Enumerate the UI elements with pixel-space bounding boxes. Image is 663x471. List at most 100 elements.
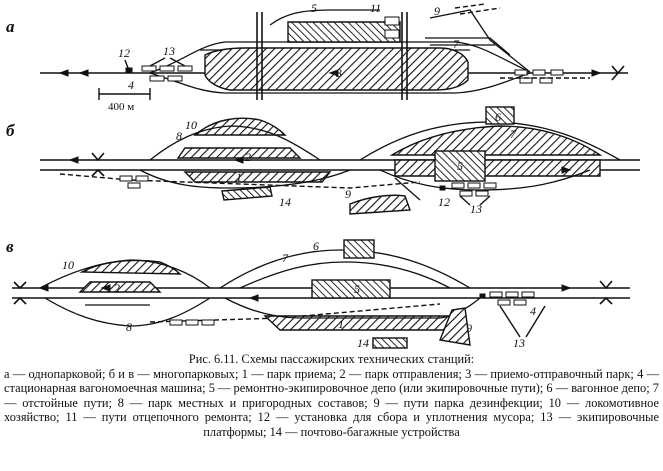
car-group: [201, 319, 215, 326]
equipping-platform: [513, 299, 527, 306]
equipping-platform: [159, 65, 175, 72]
storage-tracks-7: [219, 249, 471, 289]
label-10: 10: [185, 118, 197, 132]
equipping-platform: [141, 65, 157, 72]
leader: [525, 305, 546, 338]
label-3: 3: [335, 66, 342, 80]
equipping-platform: [489, 291, 503, 298]
label-2: 2: [245, 150, 251, 164]
end-stop: [611, 65, 625, 81]
car-group: [532, 69, 546, 76]
storage-track-inner: [239, 261, 451, 289]
equipping-platform: [521, 291, 535, 298]
label-13: 13: [513, 336, 525, 350]
scheme-b-right-lower: [379, 169, 591, 191]
scheme-c-left-lower: [44, 297, 211, 327]
equipping-platform: [497, 299, 511, 306]
car-group: [550, 69, 564, 76]
car-group: [519, 77, 533, 84]
scheme-a-letter: а: [6, 17, 15, 36]
repair-depot-5: [394, 159, 601, 177]
scheme-b-dash-track: [59, 173, 421, 189]
label-9: 9: [466, 321, 472, 335]
repair-depot-5: [311, 279, 391, 299]
car-group: [119, 175, 133, 182]
equipping-platform: [167, 75, 183, 82]
scheme-b-letter: б: [6, 121, 16, 140]
label-7: 7: [510, 127, 517, 141]
car-group: [127, 182, 141, 189]
disinfection-lead: [394, 177, 421, 201]
scheme-b-left-upper: [149, 125, 321, 161]
scheme-b-left-lower: [139, 169, 351, 189]
car-group: [135, 175, 149, 182]
label-10: 10: [62, 258, 74, 272]
caption-title: Рис. 6.11. Схемы пассажирских технически…: [188, 352, 475, 366]
repair-track-car: [384, 16, 400, 26]
label-4: 4: [530, 304, 536, 318]
label-13: 13: [163, 44, 175, 58]
scheme-c-left-upper: [39, 259, 211, 289]
label-5: 5: [457, 159, 463, 173]
scheme-c-center-lower: [224, 297, 481, 319]
leader: [479, 195, 491, 206]
end-stop-left: [13, 281, 27, 305]
equipping-platform: [177, 65, 193, 72]
label-9: 9: [345, 187, 351, 201]
disinfection-park-9: [439, 307, 471, 346]
label-7: 7: [282, 251, 289, 265]
equipping-platform: [149, 75, 165, 82]
garbage-unit-12: [125, 67, 133, 74]
storage-tracks-7: [425, 37, 511, 56]
label-6: 6: [313, 239, 319, 253]
label-14: 14: [357, 336, 369, 350]
scheme-a-depot-track: [269, 9, 380, 26]
repair-track-car: [384, 29, 400, 39]
repair-depot-5: [287, 21, 401, 43]
equipping-platform: [467, 182, 481, 189]
car-depot-6: [343, 239, 375, 259]
scheme-a-lower-track: [149, 72, 531, 94]
caption-legend: а — однопарковой; б и в — многопарковых;…: [4, 366, 659, 439]
label-5: 5: [311, 1, 317, 15]
label-13: 13: [470, 202, 482, 216]
equipping-platform: [475, 190, 489, 197]
mail-baggage-14: [221, 186, 273, 201]
mail-baggage-14: [372, 337, 408, 349]
car-group: [539, 77, 553, 84]
equipping-platform: [505, 291, 519, 298]
label-7: 7: [453, 37, 460, 51]
car-group: [185, 319, 199, 326]
label-8: 8: [126, 320, 132, 334]
leader: [124, 59, 129, 69]
car-depot-6: [485, 106, 515, 125]
leader: [169, 57, 186, 67]
end-stop: [91, 152, 105, 177]
washer-4: [479, 293, 486, 299]
equipping-platform: [459, 190, 473, 197]
end-stop: [599, 280, 613, 305]
label-8: 8: [176, 129, 182, 143]
label-11: 11: [370, 1, 381, 15]
scheme-c: в 10 2 8 6: [6, 237, 630, 350]
label-12: 12: [118, 46, 130, 60]
label-4: 4: [128, 78, 134, 92]
direction-arrows: [38, 284, 572, 302]
garbage-unit-12: [439, 185, 446, 191]
leader: [149, 57, 166, 67]
leader: [499, 305, 521, 338]
label-2: 2: [114, 281, 120, 295]
label-14: 14: [279, 195, 291, 209]
scheme-b: б 10 8 2: [6, 106, 640, 216]
scheme-c-letter: в: [6, 237, 14, 256]
storage-tracks-7: [389, 125, 603, 156]
figure-caption: Рис. 6.11. Схемы пассажирских технически…: [4, 352, 659, 440]
locomotive-facility-10: [79, 259, 182, 275]
label-1: 1: [338, 317, 344, 331]
station-schemes-figure: а: [6, 1, 640, 350]
receiving-park-1: [183, 171, 332, 183]
repair-depot-5-block: [434, 150, 486, 182]
label-1: 1: [236, 170, 242, 184]
leader: [459, 195, 471, 206]
disinfection-park-9: [349, 194, 411, 215]
